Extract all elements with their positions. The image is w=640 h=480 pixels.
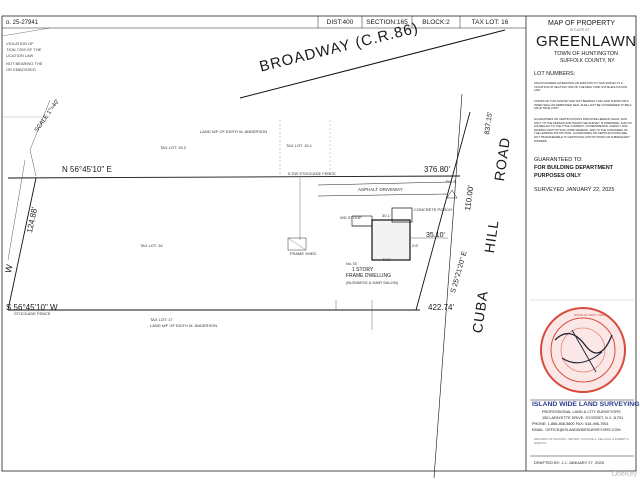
map-of-property: MAP OF PROPERTY bbox=[548, 20, 616, 27]
pob-marker bbox=[446, 189, 458, 199]
dwelling-label-2: FRAME DWELLING bbox=[346, 273, 392, 279]
company-phone: PHONE: 1-866-808-5800 FAX: 516-496-7551 bbox=[532, 422, 609, 426]
edge-note-1: VIOLATION OF bbox=[6, 41, 34, 46]
building-dept-line-2: PURPOSES ONLY bbox=[534, 173, 581, 179]
east-lot-line bbox=[415, 111, 471, 311]
land-owner-north: LAND N/F OF EDITH M. ANDERSON bbox=[200, 129, 268, 134]
dist-cell: DIST:400 bbox=[326, 19, 354, 26]
alteration-notice: UNAUTHORIZED ALTERATION OR ADDITION TO T… bbox=[534, 81, 627, 93]
block-cell: BLOCK:2 bbox=[422, 19, 450, 26]
signature-scrawl bbox=[554, 333, 613, 354]
tax-lot-15-1: TAX LOT: 15.1 bbox=[286, 143, 312, 148]
building-dept-line-1: FOR BUILDING DEPARTMENT bbox=[534, 165, 614, 171]
edge-note-5: OR EMBOSSED bbox=[6, 67, 36, 72]
tax-map-reference: o. 25-27941 bbox=[6, 20, 39, 26]
place-name: GREENLAWN bbox=[536, 33, 637, 50]
driveway-edge-bottom bbox=[317, 193, 449, 197]
surveyed-label: SURVEYED bbox=[534, 187, 565, 193]
guaranteed-to-label: GUARANTEED TO: bbox=[534, 157, 583, 163]
guarantee-notice: GUARANTEES OR CERTIFICATIONS INDICATED H… bbox=[534, 117, 632, 143]
broadway-road-line bbox=[239, 29, 506, 99]
company-email: EMAIL: OFFICE@ISLANDWIDESURVEYORS.COM bbox=[532, 428, 621, 432]
company-subtitle: PROFESSIONAL LAND & CITY SURVEYORS bbox=[542, 410, 621, 414]
dwelling-footprint bbox=[371, 219, 411, 261]
frame-shed-label: FRAME SHED bbox=[290, 251, 317, 256]
edge-note-4: NOT BEARING THE bbox=[6, 61, 43, 66]
south-stockade-fence: STOCKADE FENCE bbox=[14, 311, 51, 316]
dwelling-label-1: 1 STORY bbox=[352, 267, 374, 273]
south-bearing: S 56°45'10" W bbox=[6, 303, 58, 312]
situate-at: SITUATE AT bbox=[570, 28, 590, 32]
listing-watermark: OneKey bbox=[611, 471, 637, 478]
copies-notice: COPIES OF THIS SURVEY MAP NOT BEARING TH… bbox=[534, 99, 632, 111]
seal-text: STATE OF NEW YORK bbox=[574, 313, 606, 317]
tax-lot-15-2: TAX LOT: 15.2 bbox=[160, 145, 186, 150]
west-lot-line bbox=[7, 177, 37, 311]
south-distance: 422.74' bbox=[428, 303, 454, 312]
edge-note-2: TION 7209 OF THE bbox=[6, 47, 42, 52]
frame-shed bbox=[287, 237, 307, 251]
records-note: RECORDS OF WALTER L. BROWN, GUSTAVE A. K… bbox=[534, 437, 630, 445]
west-bearing-fragment: W bbox=[3, 263, 15, 274]
cuba-hill-road-line bbox=[433, 93, 463, 479]
town-name: TOWN OF HUNTINGTON bbox=[554, 51, 618, 57]
asphalt-driveway-label: ASPHALT DRIVEWAY bbox=[358, 187, 403, 192]
tax-lot-cell: TAX LOT: 16 bbox=[471, 19, 509, 26]
concrete-porch bbox=[391, 207, 413, 223]
dimension-c: 2.6' bbox=[412, 243, 419, 248]
county-name: SUFFOLK COUNTY, NY bbox=[560, 58, 615, 64]
driveway-edge-top bbox=[317, 181, 451, 186]
house-number: No.78 bbox=[346, 261, 357, 266]
wood-stoop-label: WD STOOP bbox=[340, 215, 362, 220]
north-stockade-fence: 0.3'W STOCKADE FENCE bbox=[288, 171, 336, 176]
dimension-a: 30.1' bbox=[382, 213, 391, 218]
company-name: ISLAND WIDE LAND SURVEYING bbox=[532, 401, 640, 408]
north-distance: 376.80' bbox=[424, 165, 450, 174]
dwelling-use-note: (BUSINESS & HAIR SALON) bbox=[346, 280, 399, 285]
company-address: 150 LAFAYETTE DRIVE, SYOSSET, N.Y. 11791 bbox=[542, 416, 624, 420]
drafted-by: DRAFTED BY: J.J. JANUARY 27, 2025 bbox=[534, 460, 604, 465]
title-block: MAP OF PROPERTY SITUATE AT GREENLAWN TOW… bbox=[530, 18, 640, 466]
pob-label: P.O.B. bbox=[446, 179, 458, 184]
section-cell: SECTION:165 bbox=[366, 19, 408, 26]
concrete-porch-label: CONCRETE PORCH bbox=[414, 207, 453, 212]
tax-lot-16: TAX LOT: 16 bbox=[140, 243, 163, 248]
surveyed-date: JANUARY 22, 2025 bbox=[566, 187, 615, 193]
land-owner-south: LAND N/F OF EDITH M. ANDERSON bbox=[150, 323, 218, 328]
edge-note-3: UCATION LAW bbox=[6, 53, 34, 58]
surveyor-seal bbox=[540, 307, 626, 393]
house-setback-distance: 35.10' bbox=[426, 232, 445, 239]
tax-lot-17: TAX LOT: 17 bbox=[150, 317, 173, 322]
lot-numbers-label: LOT NUMBERS: bbox=[534, 71, 576, 77]
dimension-b: 47.0' bbox=[382, 257, 391, 262]
sheet-border bbox=[1, 15, 637, 472]
north-bearing: N 56°45'10" E bbox=[62, 165, 112, 174]
north-lot-line bbox=[7, 175, 461, 179]
